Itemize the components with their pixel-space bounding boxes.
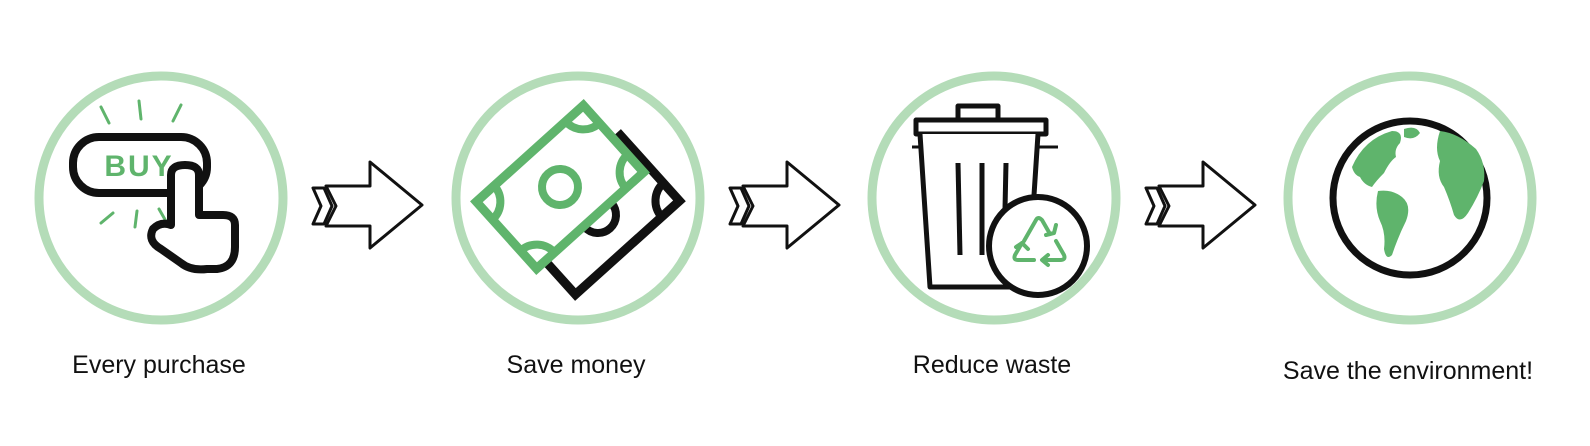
buy-text: BUY [104, 150, 173, 183]
step-label: Save money [506, 351, 646, 379]
buy-button-icon: BUY [34, 71, 288, 325]
step-save-environment: Save the environment! [1258, 0, 1558, 446]
arrow-right-icon [311, 160, 424, 250]
arrow-right-icon [1144, 160, 1257, 250]
globe-icon [1283, 71, 1537, 325]
step-label: Reduce waste [912, 351, 1072, 379]
trash-recycle-icon [867, 71, 1121, 325]
step-every-purchase: BUY Every purchase [9, 0, 309, 446]
step-label: Every purchase [72, 351, 246, 379]
step-save-money: Save money [426, 0, 726, 446]
step-reduce-waste: Reduce waste [842, 0, 1142, 446]
money-icon [451, 71, 705, 325]
step-label: Save the environment! [1282, 357, 1534, 385]
arrow-right-icon [728, 160, 841, 250]
